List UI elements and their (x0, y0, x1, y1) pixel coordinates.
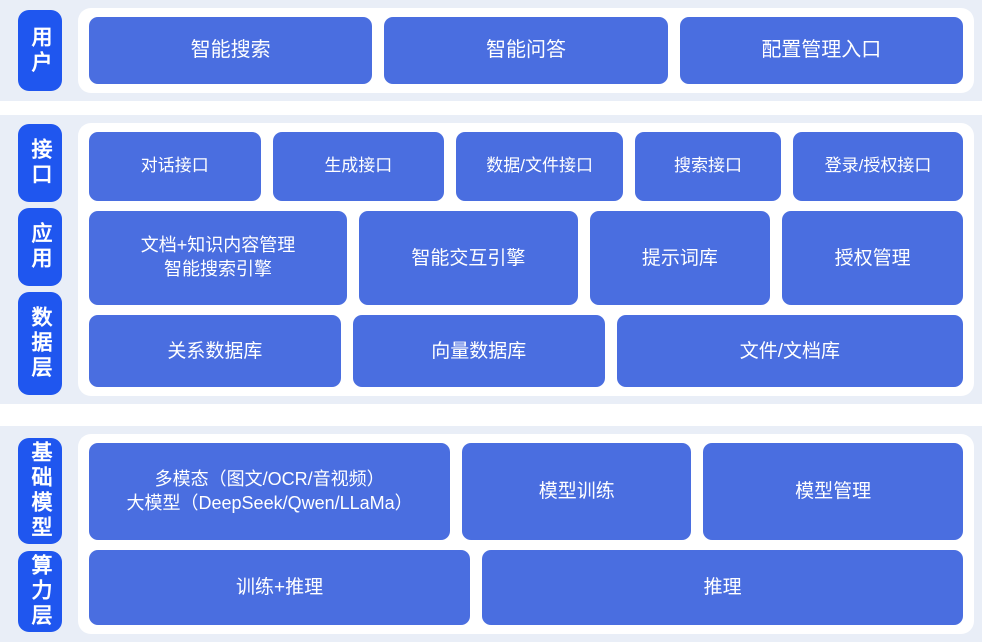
layer-tab-label: 接口 (29, 138, 53, 188)
node-multimodal-large-model[interactable]: 多模态（图文/OCR/音视频） 大模型（DeepSeek/Qwen/LLaMa） (89, 443, 451, 541)
node-data-file-api[interactable]: 数据/文件接口 (456, 132, 624, 202)
node-generation-api[interactable]: 生成接口 (272, 132, 445, 202)
layer-tab-label: 算力层 (29, 554, 53, 629)
layer-tab-label: 数据层 (29, 306, 53, 381)
layer-tab-label: 用户 (29, 25, 53, 76)
layer-card-user: 智能搜索 智能问答 配置管理入口 (78, 8, 974, 93)
layer-tab-foundation-model[interactable]: 基础模型 (18, 438, 62, 544)
node-smart-qa[interactable]: 智能问答 (384, 17, 668, 84)
layer-tab-label: 应用 (29, 222, 53, 272)
layer-group-base: 基础模型 算力层 多模态（图文/OCR/音视频） 大模型（DeepSeek/Qw… (0, 426, 982, 642)
layer-tab-data[interactable]: 数据层 (18, 292, 62, 395)
layer-group-middle: 接口 应用 数据层 对话接口 生成接口 数据/文件接口 搜索接口 登录/授权接口… (0, 115, 982, 404)
layer-rail-middle: 接口 应用 数据层 (0, 115, 78, 404)
layer-rail-base: 基础模型 算力层 (0, 426, 78, 642)
layer-card-middle: 对话接口 生成接口 数据/文件接口 搜索接口 登录/授权接口 文档+知识内容管理… (78, 123, 974, 396)
node-row: 智能搜索 智能问答 配置管理入口 (89, 17, 963, 84)
node-inference[interactable]: 推理 (482, 550, 963, 626)
node-smart-search[interactable]: 智能搜索 (89, 17, 373, 84)
node-file-document-store[interactable]: 文件/文档库 (616, 315, 963, 387)
node-vector-database[interactable]: 向量数据库 (352, 315, 605, 387)
node-config-management-entry[interactable]: 配置管理入口 (679, 17, 963, 84)
layer-tab-user[interactable]: 用户 (18, 10, 62, 91)
node-login-auth-api[interactable]: 登录/授权接口 (792, 132, 964, 202)
layer-tab-label: 基础模型 (29, 441, 53, 541)
layer-group-user: 用户 智能搜索 智能问答 配置管理入口 (0, 0, 982, 101)
node-training-and-inference[interactable]: 训练+推理 (89, 550, 471, 626)
node-row-compute: 训练+推理 推理 (89, 550, 963, 626)
node-prompt-library[interactable]: 提示词库 (589, 211, 771, 306)
layer-tab-interface[interactable]: 接口 (18, 124, 62, 202)
layer-tab-compute[interactable]: 算力层 (18, 551, 62, 632)
node-row-application: 文档+知识内容管理 智能搜索引擎 智能交互引擎 提示词库 授权管理 (89, 211, 963, 306)
node-row-data: 关系数据库 向量数据库 文件/文档库 (89, 315, 963, 387)
band-separator (0, 404, 982, 426)
node-row-interface: 对话接口 生成接口 数据/文件接口 搜索接口 登录/授权接口 (89, 132, 964, 202)
node-model-management[interactable]: 模型管理 (703, 443, 963, 541)
node-search-api[interactable]: 搜索接口 (635, 132, 781, 202)
layer-card-base: 多模态（图文/OCR/音视频） 大模型（DeepSeek/Qwen/LLaMa）… (78, 434, 974, 634)
node-row-foundation-model: 多模态（图文/OCR/音视频） 大模型（DeepSeek/Qwen/LLaMa）… (89, 443, 963, 541)
node-model-training[interactable]: 模型训练 (462, 443, 692, 541)
node-smart-interaction-engine[interactable]: 智能交互引擎 (359, 211, 578, 306)
node-relational-database[interactable]: 关系数据库 (89, 315, 341, 387)
node-document-knowledge-management[interactable]: 文档+知识内容管理 智能搜索引擎 (89, 211, 348, 306)
layer-tab-application[interactable]: 应用 (18, 208, 62, 286)
node-authorization-management[interactable]: 授权管理 (782, 211, 963, 306)
layer-rail-user: 用户 (0, 0, 78, 101)
band-separator (0, 101, 982, 115)
node-dialog-api[interactable]: 对话接口 (89, 132, 261, 202)
